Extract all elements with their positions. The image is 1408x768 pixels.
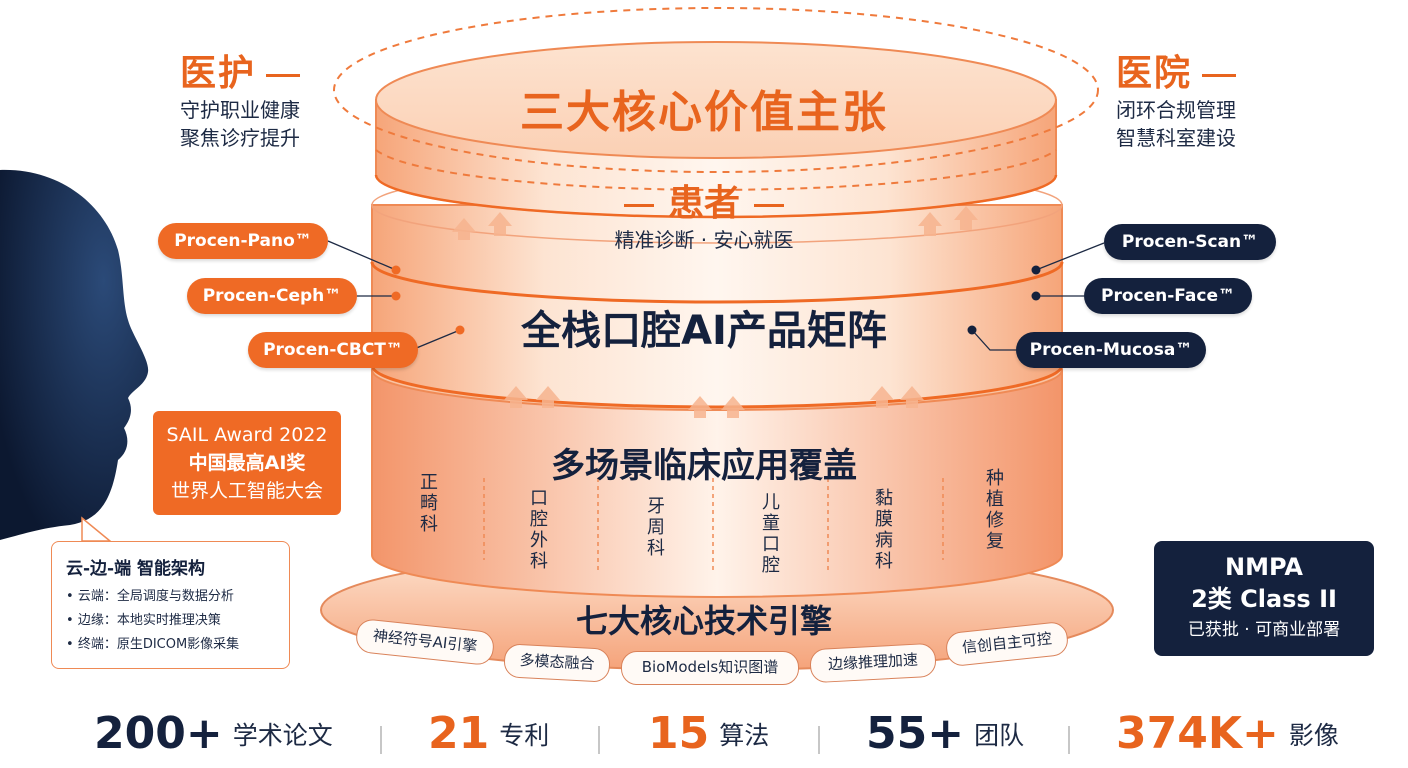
engine-badge: 边缘推理加速 [809,642,937,684]
stat-value: 200+ [94,708,223,759]
top-layer-cap [375,41,1057,159]
product-pill-pano[interactable]: Procen-Pano™ [158,223,328,259]
department-label: 口腔外科 [530,488,548,572]
clinical-layer-title: 多场景临床应用覆盖 [551,446,857,486]
architecture-item: • 边缘：本地实时推理决策 [66,613,221,628]
right-panel-line: 闭环合规管理 [1116,98,1236,122]
stat-divider [598,726,600,754]
connector-dot [455,325,465,335]
architecture-item: • 终端：原生DICOM影像采集 [66,637,240,652]
stat-patents: 21 专利 [428,708,549,768]
engine-badge: 多模态融合 [503,643,611,683]
architecture-callout-pointer [81,516,113,542]
product-pill-scan[interactable]: Procen-Scan™ [1104,224,1276,260]
right-panel-line: 智慧科室建设 [1116,126,1236,150]
stat-value: 21 [428,708,490,759]
product-connectors [327,240,1105,351]
left-panel-title: 医护 [180,53,257,94]
connector-dot [967,325,977,335]
department-label: 种植修复 [986,468,1004,552]
clinical-layer-body [371,369,1063,598]
stat-label: 影像 [1288,720,1339,750]
connector-dot [391,291,401,301]
award-box: SAIL Award 2022 中国最高AI奖 世界人工智能大会 [153,411,341,515]
right-panel: 医院 闭环合规管理 智慧科室建设 [1116,44,1237,152]
stat-value: 15 [648,708,710,759]
department-label: 正畸科 [420,472,438,535]
right-panel-title: 医院 [1116,53,1193,94]
patient-title: 患者 [667,183,740,224]
product-pill-mucosa[interactable]: Procen-Mucosa™ [1016,332,1206,368]
architecture-box: 云-边-端 智能架构 • 云端：全局调度与数据分析 • 边缘：本地实时推理决策 … [51,541,290,669]
department-label: 儿童口腔 [762,492,780,576]
stat-divider [380,726,382,754]
department-dividers [483,478,944,572]
stat-value: 374K+ [1116,708,1279,759]
patient-title-row: 患者 [0,174,1408,226]
connector-dot [391,265,401,275]
stat-label: 算法 [719,720,770,750]
stat-images: 374K+ 影像 [1116,708,1339,768]
title-dash [754,203,784,207]
left-panel: 医护 守护职业健康 聚焦诊疗提升 [180,44,301,152]
connector-dot [1031,265,1041,275]
award-line: SAIL Award 2022 [166,424,328,446]
stat-divider [818,726,820,754]
left-panel-line: 守护职业健康 [180,98,300,122]
title-dash [623,203,654,207]
stat-label: 团队 [974,720,1025,750]
stat-algorithms: 15 算法 [648,708,769,768]
nmpa-badge: NMPA 2类 Class II 已获批 · 可商业部署 [1154,541,1374,656]
title-dash [1202,73,1237,77]
product-pill-ceph[interactable]: Procen-Ceph™ [187,278,357,314]
patient-subtitle: 精准诊断 · 安心就医 [614,228,794,252]
product-layer-title: 全栈口腔AI产品矩阵 [521,308,887,354]
title-dash [266,73,301,77]
award-line: 世界人工智能大会 [170,480,323,502]
product-pill-cbct[interactable]: Procen-CBCT™ [248,332,418,368]
stat-team: 55+ 团队 [866,708,1024,768]
connector-dot [1031,291,1041,301]
stat-divider [1068,726,1070,754]
stat-papers: 200+ 学术论文 [94,708,333,768]
top-layer-title: 三大核心价值主张 [520,87,888,138]
left-panel-line: 聚焦诊疗提升 [180,126,300,150]
product-pill-face[interactable]: Procen-Face™ [1084,278,1252,314]
stat-value: 55+ [866,708,965,759]
upward-arrow-icons [452,206,978,418]
nmpa-line: 已获批 · 可商业部署 [1187,620,1341,640]
nmpa-line: 2类 Class II [1191,585,1337,613]
engine-layer-title: 七大核心技术引擎 [575,602,832,640]
human-head-silhouette [0,169,149,540]
architecture-title: 云-边-端 智能架构 [66,559,206,579]
department-label: 黏膜病科 [875,488,893,572]
stat-label: 学术论文 [232,720,333,750]
architecture-item: • 云端：全局调度与数据分析 [66,589,234,604]
stat-label: 专利 [499,720,550,750]
engine-badge: BioModels知识图谱 [621,651,799,685]
dashed-orbit [333,7,1099,173]
nmpa-line: NMPA [1225,553,1303,581]
award-line: 中国最高AI奖 [188,452,306,474]
department-label: 牙周科 [647,496,665,559]
